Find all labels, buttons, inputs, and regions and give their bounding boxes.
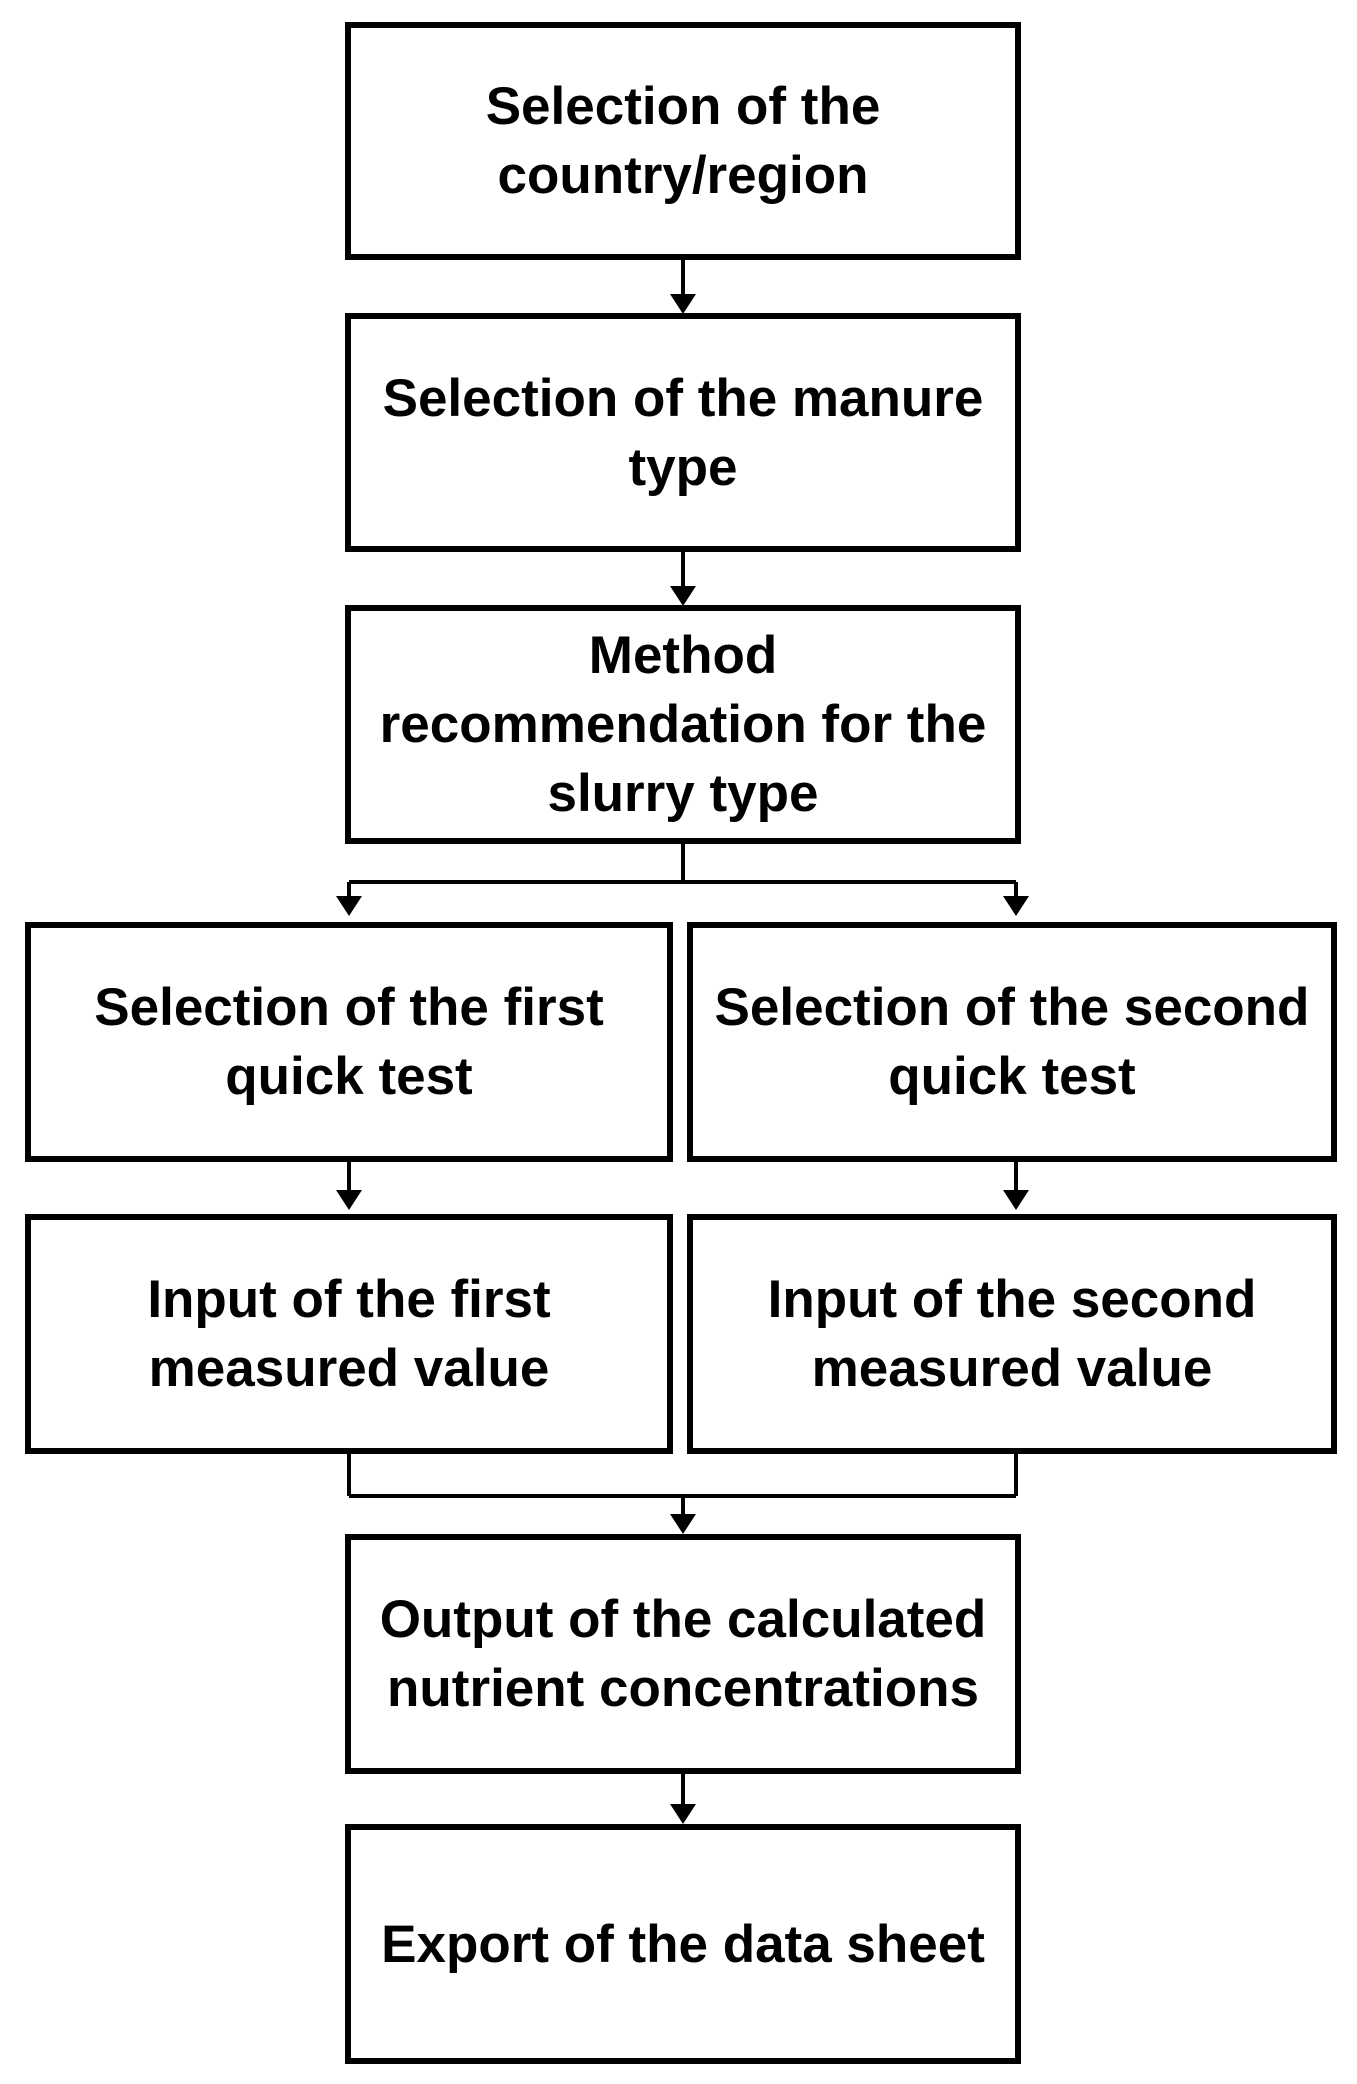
arrowhead-manure-to-method [670,586,696,606]
step-second-quick-test: Selection of the second quick test [687,922,1337,1162]
step-output-nutrients: Output of the calculated nutrient concen… [345,1534,1021,1774]
step-output-nutrients-label: Output of the calculated nutrient concen… [379,1590,987,1718]
step-first-quick-test: Selection of the first quick test [25,922,673,1162]
step-first-quick-test-label: Selection of the first quick test [94,978,604,1106]
arrowhead-second-test-to-second-value [1003,1190,1029,1210]
step-manure-type-label: Selection of the manure type [382,368,984,497]
arrowhead-output-to-export [670,1804,696,1824]
arrowhead-country-to-manure [670,294,696,314]
step-export-data-sheet: Export of the data sheet [345,1824,1021,2064]
step-export-data-sheet-label: Export of the data sheet [381,1914,985,1974]
step-second-quick-test-label: Selection of the second quick test [714,978,1310,1106]
step-first-measured-value: Input of the first measured value [25,1214,673,1454]
arrowhead-first-test-to-first-value [336,1190,362,1210]
arrowhead-to-output [670,1514,696,1534]
arrowhead-to-second-quick-test [1003,896,1029,916]
step-second-measured-value-label: Input of the second measured value [767,1270,1257,1398]
step-first-measured-value-label: Input of the first measured value [147,1270,551,1398]
arrowhead-to-first-quick-test [336,896,362,916]
step-method-recommendation: Method recommendation for the slurry typ… [345,605,1021,844]
step-country-region: Selection of the country/region [345,22,1021,260]
step-country-region-label: Selection of the country/region [485,77,881,205]
step-manure-type: Selection of the manure type [345,313,1021,552]
step-second-measured-value: Input of the second measured value [687,1214,1337,1454]
step-method-recommendation-label: Method recommendation for the slurry typ… [379,626,987,823]
